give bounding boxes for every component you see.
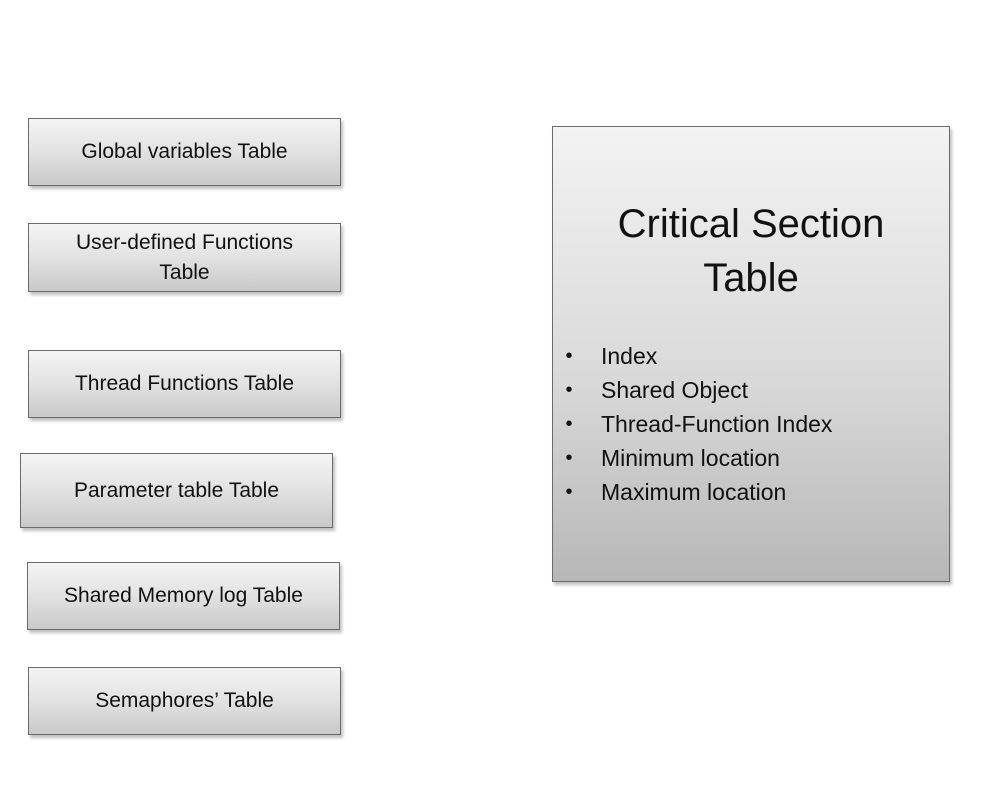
user-defined-functions-table-box: User-defined Functions Table bbox=[28, 223, 341, 292]
parameter-table-box: Parameter table Table bbox=[20, 453, 333, 528]
field-label: Maximum location bbox=[601, 479, 787, 505]
field-label: Thread-Function Index bbox=[601, 411, 833, 437]
thread-functions-table-box: Thread Functions Table bbox=[28, 350, 341, 418]
semaphores-table-box: Semaphores’ Table bbox=[28, 667, 341, 735]
global-variables-table-box: Global variables Table bbox=[28, 118, 341, 186]
bullet-icon: • bbox=[565, 481, 573, 503]
shared-memory-log-table-box: Shared Memory log Table bbox=[27, 562, 340, 630]
field-item-index: • Index bbox=[563, 339, 832, 373]
field-item-minimum-location: • Minimum location bbox=[563, 441, 832, 475]
semaphores-table-label: Semaphores’ Table bbox=[95, 689, 274, 712]
field-label: Minimum location bbox=[601, 445, 780, 471]
user-defined-functions-table-label: User-defined Functions Table bbox=[75, 230, 294, 284]
bullet-icon: • bbox=[565, 447, 573, 469]
critical-section-table-box: Critical Section Table • Index • Shared … bbox=[552, 126, 950, 582]
field-item-maximum-location: • Maximum location bbox=[563, 475, 832, 509]
parameter-table-label: Parameter table Table bbox=[73, 478, 280, 502]
critical-section-table-title: Critical Section Table bbox=[617, 202, 885, 300]
field-item-thread-function-index: • Thread-Function Index bbox=[563, 407, 832, 441]
critical-section-field-list: • Index • Shared Object • Thread-Functio… bbox=[563, 339, 832, 509]
field-item-shared-object: • Shared Object bbox=[563, 373, 832, 407]
thread-functions-table-label: Thread Functions Table bbox=[74, 372, 295, 395]
bullet-icon: • bbox=[565, 345, 573, 367]
field-label: Index bbox=[601, 343, 658, 369]
shared-memory-log-table-label: Shared Memory log Table bbox=[64, 584, 303, 607]
bullet-icon: • bbox=[565, 379, 573, 401]
bullet-icon: • bbox=[565, 413, 573, 435]
global-variables-table-label: Global variables Table bbox=[81, 140, 288, 163]
field-label: Shared Object bbox=[601, 377, 749, 403]
